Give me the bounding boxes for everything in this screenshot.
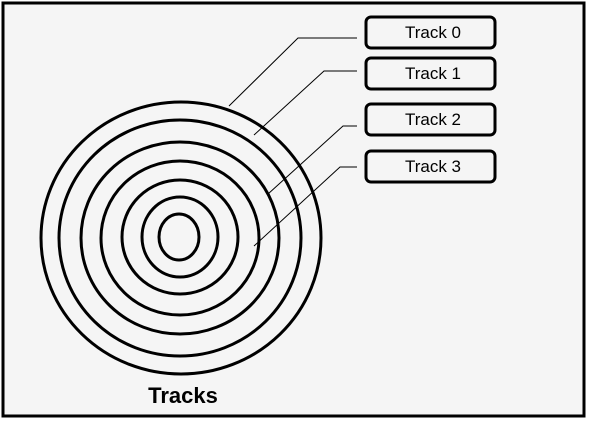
- track-label-text: Track 3: [405, 157, 461, 176]
- track-label-text: Track 0: [405, 23, 461, 42]
- leader-lines: [228, 37, 357, 247]
- leader-line-track-1: [253, 70, 357, 136]
- diagram-caption: Tracks: [148, 383, 218, 408]
- track-ring-outer: [39, 100, 323, 376]
- leader-line-track-2: [267, 125, 357, 195]
- track-label-box: [364, 15, 497, 50]
- spindle-hole: [157, 212, 201, 262]
- track-ring-inner: [140, 195, 220, 279]
- track-label-3: Track 3: [364, 149, 497, 184]
- track-ring-2: [99, 159, 261, 317]
- track-label-boxes: Track 0 Track 1 Track 2 Track 3: [364, 15, 497, 184]
- platter-rings: [39, 100, 323, 376]
- track-ring-0: [57, 118, 303, 358]
- track-ring-1: [79, 140, 281, 336]
- track-label-text: Track 2: [405, 110, 461, 129]
- track-label-box: [364, 149, 497, 184]
- track-label-0: Track 0: [364, 15, 497, 50]
- track-label-text: Track 1: [405, 64, 461, 83]
- track-label-box: [364, 102, 497, 137]
- track-ring-3: [120, 178, 240, 296]
- track-label-1: Track 1: [364, 56, 497, 91]
- track-label-box: [364, 56, 497, 91]
- leader-line-track-0: [228, 37, 357, 107]
- leader-line-track-3: [253, 166, 357, 247]
- track-label-2: Track 2: [364, 102, 497, 137]
